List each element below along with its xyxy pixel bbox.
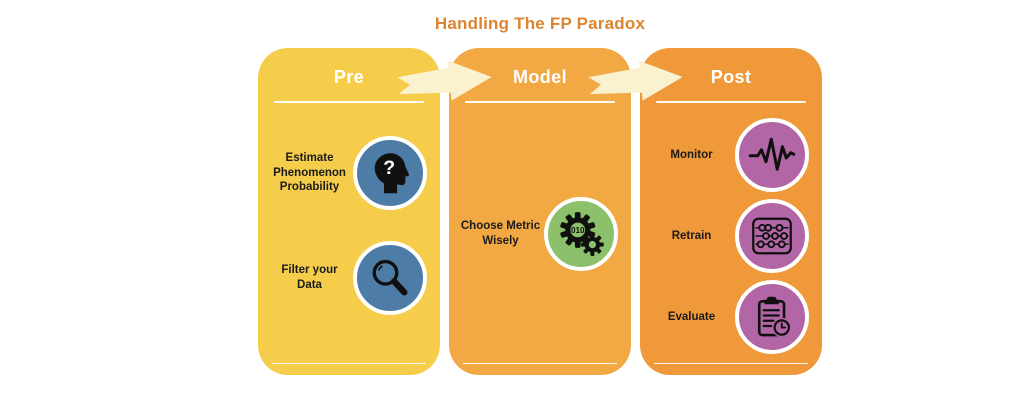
item-label: Retrain xyxy=(671,229,712,242)
item-choose-metric-wisely: Choose Metric Wisely xyxy=(457,196,618,272)
flow-arrow-model-to-post-icon xyxy=(587,57,686,109)
icon-circle: ? xyxy=(353,136,427,210)
diagram-title: Handling The FP Paradox xyxy=(434,14,646,33)
item-label: Monitor xyxy=(670,148,713,161)
clipboard-clock-icon xyxy=(748,293,796,341)
item-monitor: Monitor xyxy=(648,117,809,193)
header-underline xyxy=(274,101,424,103)
bottom-line xyxy=(463,362,617,364)
column-post: Post Monitor Retrain xyxy=(640,48,822,375)
flow-arrow-pre-to-model-icon xyxy=(396,57,495,109)
pulse-icon xyxy=(748,131,796,179)
column-pre-header: Pre xyxy=(333,67,365,87)
svg-text:?: ? xyxy=(383,157,395,179)
column-model-header: Model xyxy=(513,67,567,87)
gear-binary-text: 010 xyxy=(571,226,585,235)
abacus-icon xyxy=(748,212,796,260)
column-model: Model Choose Metric Wisely xyxy=(449,48,631,375)
column-post-header: Post xyxy=(710,67,752,87)
item-label: Estimate Phenomenon Probability xyxy=(273,151,346,194)
bottom-line xyxy=(272,362,426,364)
item-evaluate: Evaluate xyxy=(648,279,809,355)
icon-circle xyxy=(353,241,427,315)
head-question-icon: ? xyxy=(366,149,414,197)
icon-circle xyxy=(735,280,809,354)
bottom-line xyxy=(654,362,808,364)
item-filter-your-data: Filter your Data xyxy=(266,240,427,316)
header-underline xyxy=(656,101,806,103)
item-label: Evaluate xyxy=(667,310,716,323)
icon-circle: 010 xyxy=(544,197,618,271)
header-underline xyxy=(465,101,615,103)
magnifier-icon xyxy=(366,254,414,302)
column-pre: Pre Estimate Phenomenon Probability ? Fi… xyxy=(258,48,440,375)
item-estimate-phenomenon-probability: Estimate Phenomenon Probability ? xyxy=(266,135,427,211)
item-label: Choose Metric Wisely xyxy=(460,220,541,247)
item-retrain: Retrain xyxy=(648,198,809,274)
icon-circle xyxy=(735,199,809,273)
gears-binary-icon: 010 xyxy=(555,208,607,260)
item-label: Filter your Data xyxy=(281,264,338,291)
icon-circle xyxy=(735,118,809,192)
